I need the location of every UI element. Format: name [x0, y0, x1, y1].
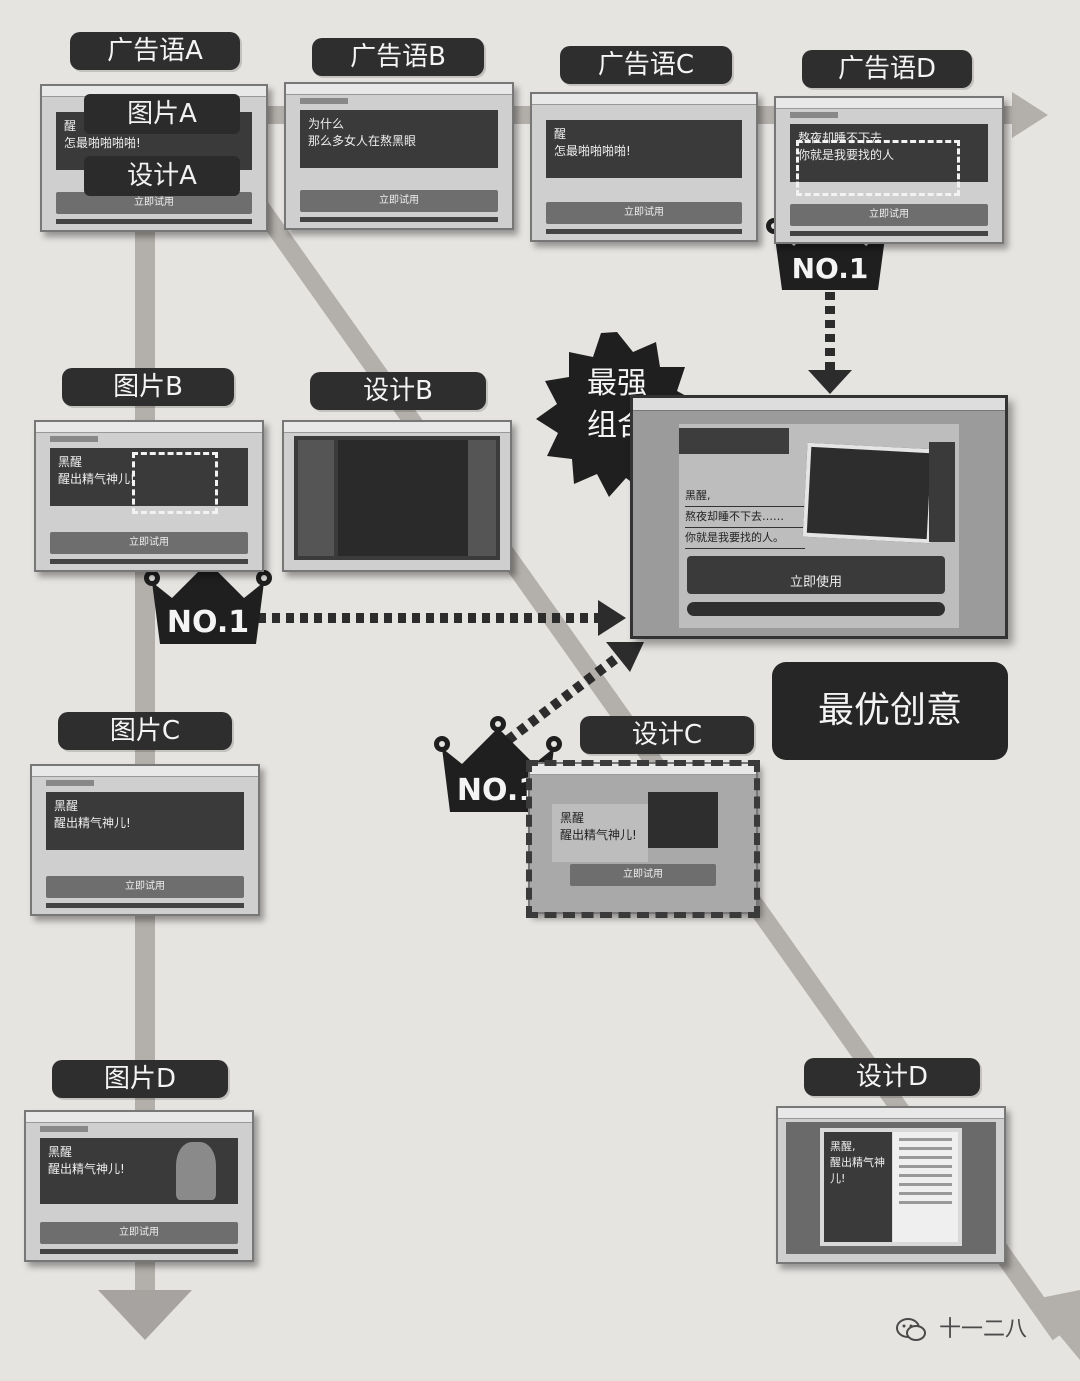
screen-b-cta: 立即试用 [300, 190, 498, 212]
wechat-icon [896, 1318, 926, 1341]
dotted-arrow-image-head [598, 600, 626, 636]
crown-text-image: NO.1 [167, 605, 249, 640]
watermark-text: 十一二八 [939, 1317, 1028, 1342]
screen-a-line2: 怎最啪啪啪啪! [64, 136, 141, 150]
label-image-c: 图片C [58, 712, 232, 750]
best-combination-cta: 立即使用 [687, 556, 945, 594]
screen-image-b: 黑醒 醒出精气神儿! 立即试用 [34, 420, 264, 572]
screen-design-d-line1: 黑醒, [830, 1140, 856, 1153]
screen-design-c-banner: 黑醒 醒出精气神儿! [552, 804, 648, 862]
screen-image-d-line1: 黑醒 [48, 1145, 73, 1159]
design-path-arrow [1030, 1290, 1080, 1360]
label-slogan-a: 广告语A [70, 32, 240, 70]
best-line2: 熬夜却睡不下去…… [685, 507, 805, 528]
label-design-d: 设计D [804, 1058, 980, 1096]
screen-best-combination: 黑醒, 熬夜却睡不下去…… 你就是我要找的人。 立即使用 [630, 395, 1008, 639]
screen-design-b [282, 420, 512, 572]
screen-c-line1: 醒 [554, 127, 567, 141]
best-combination-photo [802, 442, 936, 544]
screen-slogan-b: 为什么 那么多女人在熬黑眼 立即试用 [284, 82, 514, 230]
label-image-a: 图片A [84, 94, 240, 134]
dotted-arrow-design [504, 650, 626, 744]
screen-design-b-body [294, 436, 500, 560]
label-slogan-d: 广告语D [802, 50, 972, 88]
best-combination-text: 黑醒, 熬夜却睡不下去…… 你就是我要找的人。 [685, 486, 805, 549]
screen-image-c-line2: 醒出精气神儿! [54, 816, 131, 830]
screen-image-b-cta: 立即试用 [50, 532, 248, 554]
screen-design-d: 黑醒, 醒出精气神儿! [776, 1106, 1006, 1264]
screen-d-cta: 立即试用 [790, 204, 988, 226]
label-image-d: 图片D [52, 1060, 228, 1098]
screen-a-cta: 立即试用 [56, 192, 252, 214]
screen-image-c-banner: 黑醒 醒出精气神儿! [46, 792, 244, 850]
screen-design-c: 黑醒 醒出精气神儿! 立即试用 [528, 762, 758, 914]
crown-text-design: NO.1 [457, 773, 539, 808]
screen-c-cta: 立即试用 [546, 202, 742, 224]
screen-d-line2: 你就是我要找的人 [798, 148, 895, 162]
label-slogan-c: 广告语C [560, 46, 732, 84]
screen-design-d-body: 黑醒, 醒出精气神儿! [786, 1122, 996, 1254]
screen-image-d-cta: 立即试用 [40, 1222, 238, 1244]
best-line3: 你就是我要找的人。 [685, 528, 805, 549]
portrait-photo [176, 1142, 216, 1200]
screen-b-line1: 为什么 [308, 117, 345, 131]
screen-image-b-line2: 醒出精气神儿! [58, 472, 135, 486]
screen-d-banner: 熬夜却睡不下去 你就是我要找的人 [790, 124, 988, 182]
screen-b-banner: 为什么 那么多女人在熬黑眼 [300, 110, 498, 168]
screen-image-b-highlight [132, 452, 218, 514]
screen-c-banner: 醒 怎最啪啪啪啪! [546, 120, 742, 178]
label-image-b: 图片B [62, 368, 234, 406]
screen-c-line2: 怎最啪啪啪啪! [554, 144, 631, 158]
screen-design-c-line1: 黑醒 [560, 811, 585, 825]
screen-d-highlight [796, 140, 960, 196]
screen-image-c-cta: 立即试用 [46, 876, 244, 898]
watermark: 十一二八 [896, 1312, 1027, 1348]
label-slogan-b: 广告语B [312, 38, 484, 76]
dotted-arrow-slogan-head [808, 370, 852, 394]
screen-slogan-c: 醒 怎最啪啪啪啪! 立即试用 [530, 92, 758, 242]
label-design-c: 设计C [580, 716, 754, 754]
screen-image-d: 黑醒 醒出精气神儿! 立即试用 [24, 1110, 254, 1262]
screen-design-c-cta: 立即试用 [570, 864, 716, 886]
dotted-arrow-design-head [606, 642, 644, 672]
crown-text-slogan: NO.1 [792, 252, 869, 285]
screen-image-d-line2: 醒出精气神儿! [48, 1162, 125, 1176]
screen-design-d-line2: 醒出精气神儿! [830, 1156, 885, 1185]
screen-image-c-line1: 黑醒 [54, 799, 79, 813]
slogan-path-arrow [1012, 92, 1048, 138]
label-design-b: 设计B [310, 372, 486, 410]
best-line1: 黑醒, [685, 486, 805, 507]
screen-image-b-line1: 黑醒 [58, 455, 83, 469]
crown-badge-image: NO.1 [144, 550, 272, 644]
screen-design-c-line2: 醒出精气神儿! [560, 828, 637, 842]
screen-a-line1: 醒 [64, 119, 77, 133]
design-c-highlight [526, 760, 760, 918]
screen-image-c: 黑醒 醒出精气神儿! 立即试用 [30, 764, 260, 916]
label-best-idea: 最优创意 [772, 662, 1008, 760]
screen-b-line2: 那么多女人在熬黑眼 [308, 134, 417, 148]
label-design-a: 设计A [84, 156, 240, 196]
screen-slogan-d: 熬夜却睡不下去 你就是我要找的人 立即试用 [774, 96, 1004, 244]
image-path-arrow [98, 1290, 192, 1340]
